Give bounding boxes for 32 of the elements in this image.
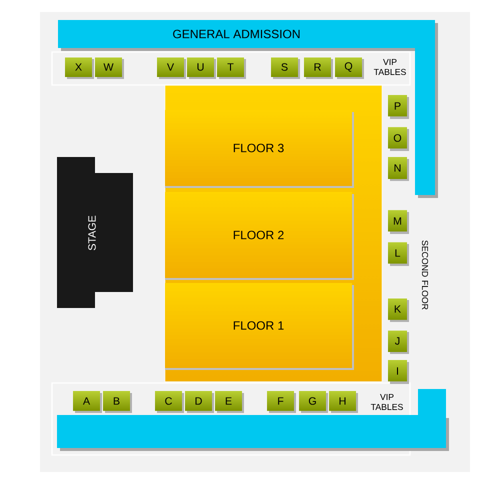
vip-table: C — [155, 391, 184, 413]
vip-table: R — [304, 58, 333, 79]
vip-table: X — [65, 58, 94, 79]
vip-table: P — [388, 95, 409, 119]
vip-table: M — [388, 210, 409, 234]
vip-table: D — [185, 391, 214, 413]
vip-table: O — [388, 127, 409, 151]
floor-section: FLOOR 3 — [165, 110, 354, 188]
vip-table: L — [388, 242, 409, 266]
vip-table: T — [217, 58, 246, 79]
stage: STAGE — [57, 157, 133, 308]
area-label: SECOND FLOOR — [422, 240, 428, 310]
general-admission-area — [57, 389, 449, 451]
vip-table: F — [267, 391, 296, 413]
vip-table: Q — [335, 58, 364, 79]
vip-table: W — [95, 58, 124, 79]
floor-section: FLOOR 1 — [165, 283, 354, 370]
vip-table: A — [73, 391, 102, 413]
vip-table: U — [187, 58, 216, 79]
vip-table: G — [299, 391, 328, 413]
vip-table: I — [388, 360, 409, 384]
vip-table: S — [271, 58, 300, 79]
floor-section: FLOOR 2 — [165, 192, 354, 280]
vip-table: V — [157, 58, 186, 79]
vip-table: N — [388, 157, 409, 181]
vip-table: J — [388, 330, 409, 354]
vip-table: B — [103, 391, 132, 413]
area-label: VIP TABLES — [374, 58, 406, 76]
vip-table: H — [329, 391, 358, 413]
vip-table: K — [388, 298, 409, 322]
vip-table: E — [215, 391, 244, 413]
area-label: VIP TABLES — [370, 394, 403, 410]
